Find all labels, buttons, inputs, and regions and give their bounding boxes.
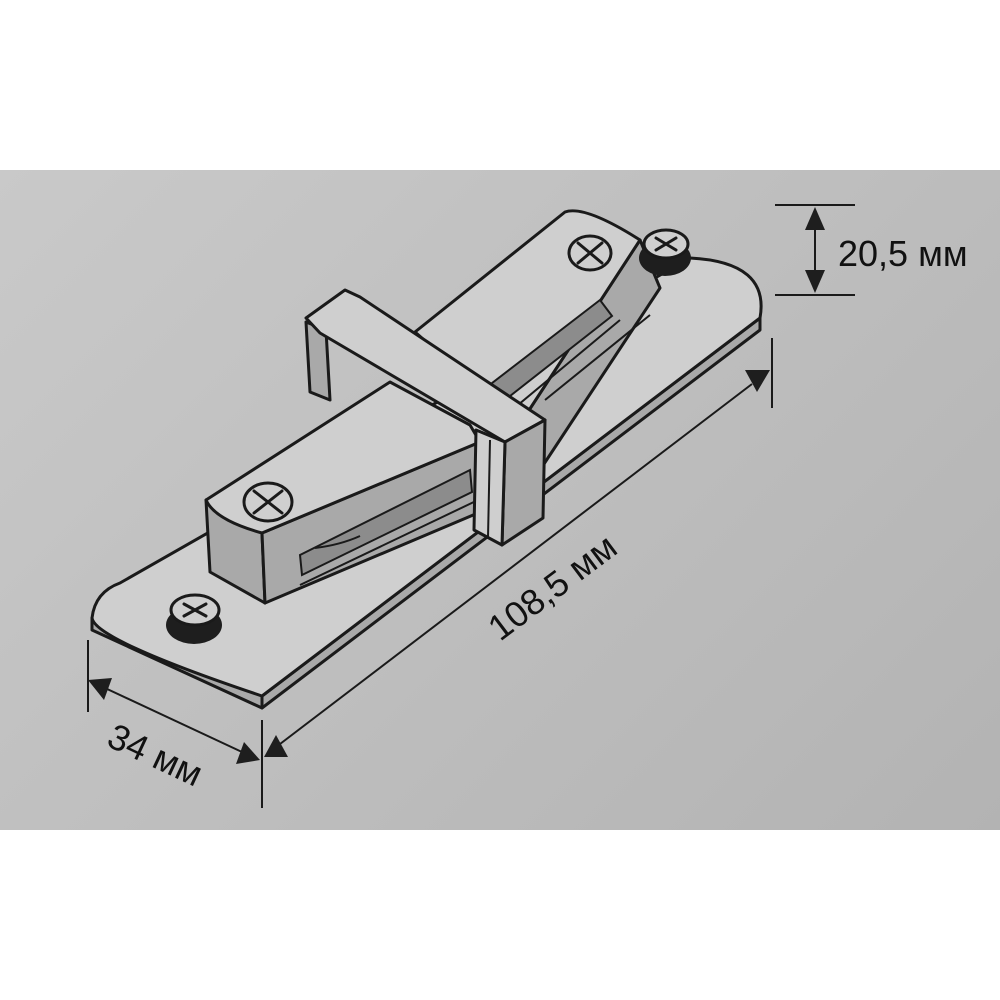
mounting-screw-icon [639, 228, 691, 276]
height-label: 20,5 мм [838, 233, 968, 274]
mounting-screw-icon [166, 593, 222, 644]
screw-icon [567, 234, 613, 272]
front-channel-block [204, 380, 487, 605]
width-label: 34 мм [102, 715, 210, 794]
screw-icon [242, 481, 294, 523]
height-dimension: 20,5 мм [775, 204, 968, 296]
center-clamp [304, 288, 547, 547]
